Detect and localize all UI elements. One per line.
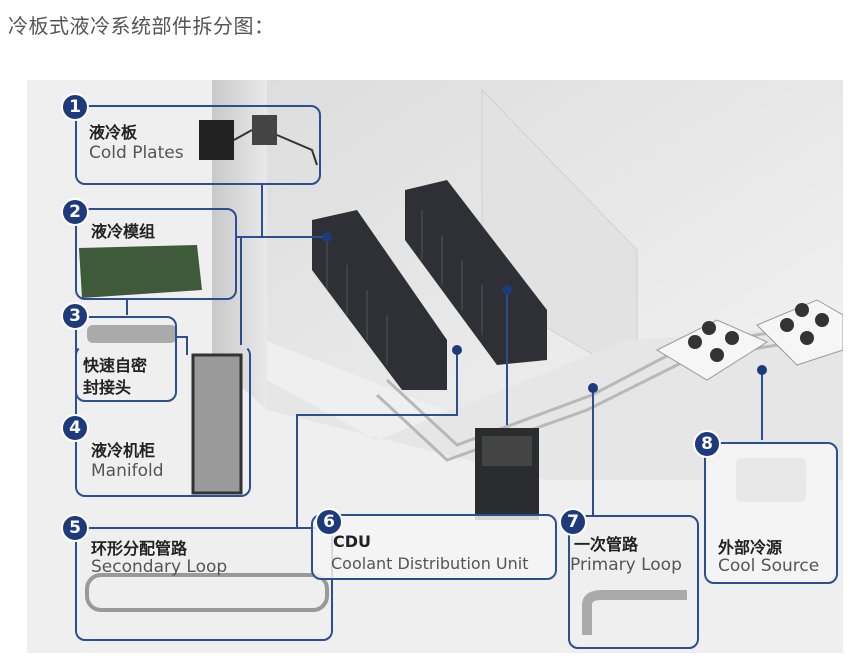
cold-plate-image [199, 120, 234, 160]
number-badge: 2 [61, 198, 89, 226]
primary-loop-image [582, 590, 687, 635]
number-badge: 7 [559, 508, 587, 536]
number-badge: 8 [693, 430, 721, 458]
component-en-label: Cold Plates [89, 143, 184, 163]
component-primary-loop: 一次管路 Primary Loop [568, 515, 699, 649]
component-cool-source: 外部冷源 Cool Source [704, 442, 838, 584]
cool-source-image [736, 458, 806, 502]
component-en-label: Secondary Loop [91, 557, 228, 577]
component-zh-label: CDU [333, 532, 372, 551]
component-en-label: Manifold [91, 461, 164, 481]
liquid-cooling-module-image [79, 245, 202, 298]
component-zh-label: 液冷板 [89, 123, 138, 142]
component-zh-label: 快速自密 [83, 356, 148, 375]
component-zh-label: 一次管路 [574, 535, 639, 554]
number-badge: 5 [61, 514, 89, 542]
component-en-label: Cool Source [718, 556, 820, 576]
component-en-label: Coolant Distribution Unit [331, 554, 529, 573]
component-zh-label: 环形分配管路 [91, 539, 188, 558]
page-heading: 冷板式液冷系统部件拆分图： [8, 14, 275, 38]
component-zh-label-line2: 封接头 [83, 378, 132, 397]
number-badge: 6 [315, 508, 343, 536]
number-badge: 3 [61, 302, 89, 330]
component-zh-label: 液冷模组 [91, 222, 156, 241]
component-cold-plates: 液冷板 Cold Plates [75, 105, 321, 185]
component-secondary-loop: 环形分配管路 Secondary Loop [75, 527, 333, 641]
component-liquid-cooling-module: 液冷模组 [75, 208, 237, 300]
manifold-image [191, 353, 243, 495]
component-en-label: Primary Loop [570, 555, 682, 575]
component-zh-label: 液冷机柜 [91, 441, 156, 460]
cold-plate-liquid-cooling-diagram: 液冷板 Cold Plates 1 液冷模组 2 快速自密 封接头 3 液冷机柜… [27, 80, 843, 653]
quick-disconnect-image [87, 325, 177, 343]
secondary-loop-image [85, 573, 329, 612]
component-zh-label: 外部冷源 [718, 538, 783, 557]
component-manifold: 液冷机柜 Manifold [75, 345, 251, 497]
number-badge: 4 [61, 414, 89, 442]
number-badge: 1 [61, 93, 89, 121]
server-racks [312, 180, 547, 390]
component-cdu: CDU Coolant Distribution Unit [311, 514, 557, 580]
room-illustration [27, 80, 843, 653]
